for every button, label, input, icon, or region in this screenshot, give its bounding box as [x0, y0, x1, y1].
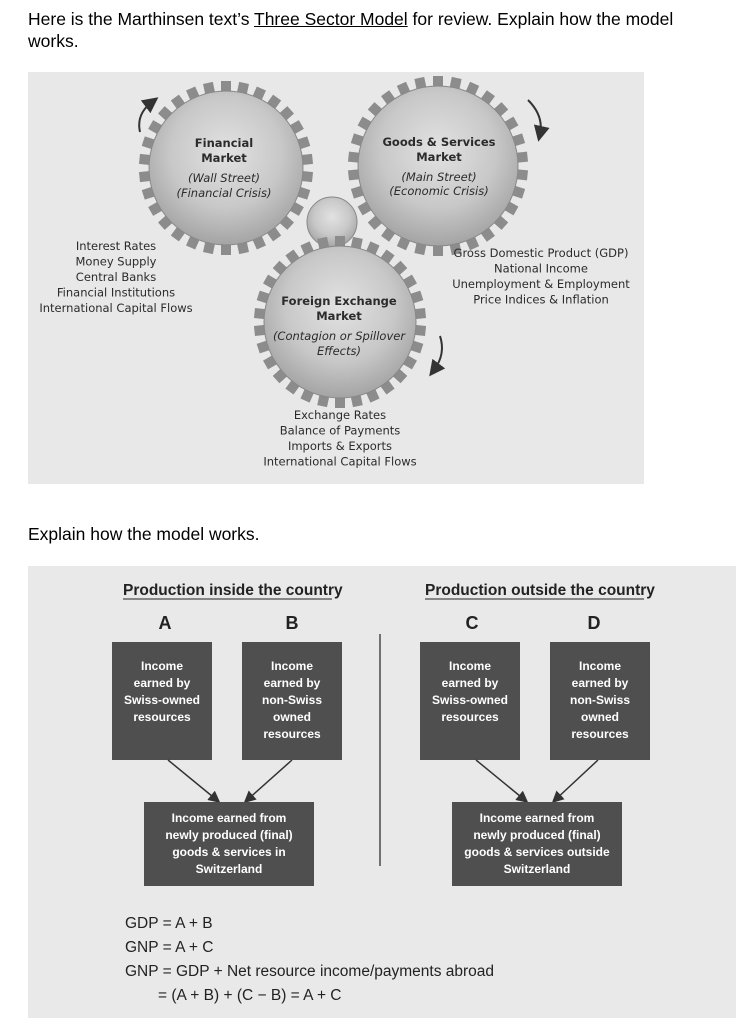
box-line: earned by — [134, 676, 191, 690]
financial-indicator: Financial Institutions — [57, 286, 175, 300]
box-line: resources — [133, 710, 191, 724]
financial-market-gear-icon — [138, 81, 314, 255]
financial-indicator: Central Banks — [76, 270, 156, 284]
box-line: Swiss-owned — [124, 693, 200, 707]
goods-indicators-list: Gross Domestic Product (GDP) National Inc… — [452, 246, 630, 307]
financial-title-1: Financial — [195, 136, 253, 150]
inside-country-header: Production inside the country — [123, 582, 343, 599]
center-small-gear-icon — [306, 196, 358, 248]
goods-indicator: Unemployment & Employment — [452, 277, 630, 291]
rotation-arrow-icon — [527, 99, 550, 142]
rotation-arrow-icon — [138, 97, 159, 133]
goods-indicator: Price Indices & Inflation — [473, 293, 609, 307]
income-inside-result-box: Income earned from newly produced (final)… — [144, 802, 314, 886]
column-b-label: B — [286, 613, 299, 633]
box-line: earned by — [572, 676, 629, 690]
column-d-label: D — [588, 613, 601, 633]
column-a-label: A — [159, 613, 172, 633]
fx-sub-1: (Contagion or Spillover — [273, 329, 406, 343]
box-line: Income — [141, 659, 183, 673]
income-box-d: Income earned by non-Swiss owned resources — [550, 642, 650, 760]
gdp-gnp-figure: Production inside the country Production… — [28, 566, 736, 1018]
result-line: Switzerland — [196, 862, 263, 876]
result-line: Income earned from — [172, 811, 287, 825]
intro-text: Here is the Marthinsen text’s Three Sect… — [28, 8, 718, 52]
fx-sub-2: Effects) — [317, 344, 361, 358]
box-line: owned — [581, 710, 619, 724]
result-line: goods & services in — [172, 845, 285, 859]
foreign-exchange-gear-icon — [253, 236, 427, 408]
box-line: non-Swiss — [262, 693, 322, 707]
column-c-label: C — [466, 613, 479, 633]
box-line: resources — [263, 727, 321, 741]
second-prompt: Explain how the model works. — [28, 524, 260, 544]
income-box-c: Income earned by Swiss-owned resources — [420, 642, 520, 760]
result-line: Switzerland — [504, 862, 571, 876]
fx-title-2: Market — [316, 309, 362, 323]
gdp-equation: GDP = A + B — [125, 915, 213, 932]
box-line: Income — [449, 659, 491, 673]
box-line: non-Swiss — [570, 693, 630, 707]
financial-indicator: Interest Rates — [76, 239, 156, 253]
financial-sub-1: (Wall Street) — [188, 171, 260, 185]
box-line: resources — [571, 727, 629, 741]
outside-country-header: Production outside the country — [425, 582, 655, 599]
result-line: goods & services outside — [464, 845, 610, 859]
result-line: Income earned from — [480, 811, 595, 825]
goods-title-2: Market — [416, 150, 462, 164]
financial-indicator: Money Supply — [76, 255, 157, 269]
box-line: earned by — [442, 676, 499, 690]
three-sector-model-figure: Financial Market (Wall Street) (Financia… — [28, 72, 644, 484]
goods-sub-2: (Economic Crisis) — [389, 184, 488, 198]
box-line: Swiss-owned — [432, 693, 508, 707]
income-outside-result-box: Income earned from newly produced (final)… — [452, 802, 622, 886]
result-line: newly produced (final) — [473, 828, 600, 842]
result-line: newly produced (final) — [165, 828, 292, 842]
goods-services-market-gear-icon — [347, 76, 529, 256]
income-box-b: Income earned by non-Swiss owned resources — [242, 642, 342, 760]
gnp-net-income-equation: GNP = GDP + Net resource income/payments… — [125, 963, 494, 980]
box-line: resources — [441, 710, 499, 724]
goods-indicator: National Income — [494, 262, 588, 276]
goods-sub-1: (Main Street) — [401, 170, 476, 184]
box-line: owned — [273, 710, 311, 724]
fx-indicator: Exchange Rates — [294, 408, 386, 422]
fx-indicator: Balance of Payments — [280, 424, 401, 438]
income-box-a: Income earned by Swiss-owned resources — [112, 642, 212, 760]
intro-after: for review. Explain how the model works. — [28, 9, 674, 51]
financial-indicator: International Capital Flows — [39, 301, 192, 315]
goods-indicator: Gross Domestic Product (GDP) — [454, 246, 629, 260]
rotation-arrow-icon — [429, 335, 446, 377]
box-line: Income — [271, 659, 313, 673]
financial-sub-2: (Financial Crisis) — [177, 186, 272, 200]
three-sector-model-link: Three Sector Model — [254, 9, 408, 29]
fx-indicator: Imports & Exports — [288, 439, 392, 453]
box-line: Income — [579, 659, 621, 673]
gnp-equation: GNP = A + C — [125, 939, 213, 956]
intro-before: Here is the Marthinsen text’s — [28, 9, 254, 29]
gnp-derivation-equation: = (A + B) + (C − B) = A + C — [158, 987, 342, 1004]
financial-title-2: Market — [201, 151, 247, 165]
box-line: earned by — [264, 676, 321, 690]
goods-title-1: Goods & Services — [382, 135, 495, 149]
fx-title-1: Foreign Exchange — [281, 294, 397, 308]
fx-indicator: International Capital Flows — [263, 455, 416, 469]
